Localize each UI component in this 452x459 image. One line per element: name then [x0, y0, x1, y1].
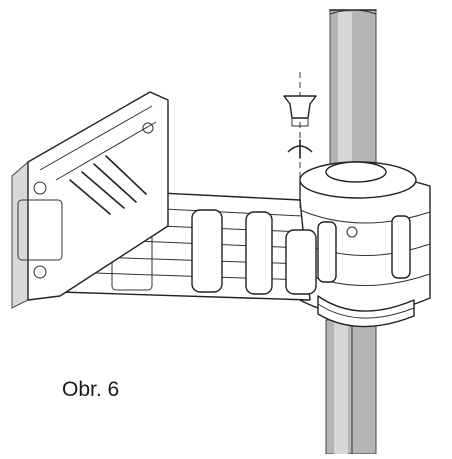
screw-cap-parts [283, 72, 317, 210]
pole-clamp-collar [299, 161, 431, 328]
figure-caption: Obr. 6 [62, 378, 120, 401]
pole-lower [325, 319, 377, 455]
wall-plate [11, 91, 169, 309]
pole-upper [329, 9, 377, 183]
